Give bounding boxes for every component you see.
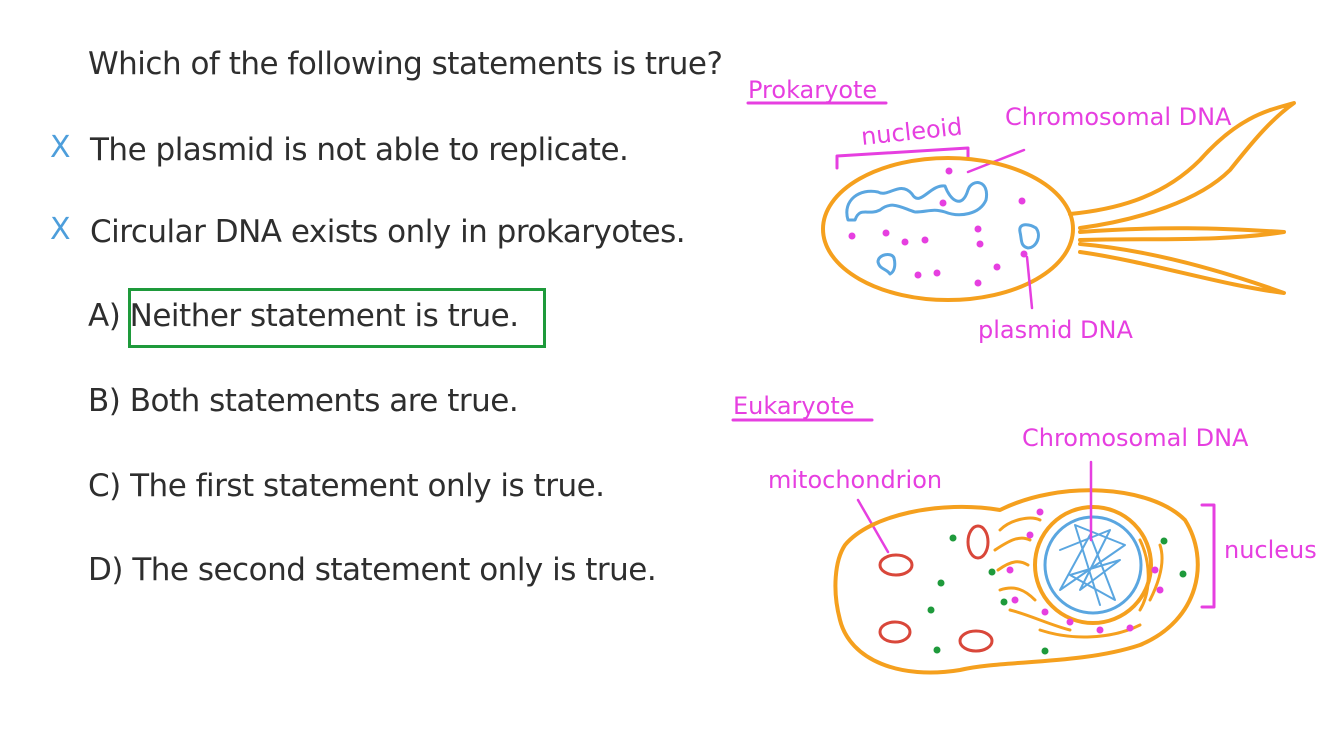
option-b[interactable]: B) Both statements are true.	[88, 383, 519, 419]
eukaryote-diagram: Eukaryote Chromosomal DNA mitochondrion …	[731, 392, 1317, 675]
mitochondria	[878, 524, 994, 653]
chromosomal-dna-label: Chromosomal DNA	[1022, 424, 1249, 452]
plasmid-dna-label: plasmid DNA	[978, 316, 1133, 344]
endoplasmic-reticulum	[993, 516, 1164, 639]
option-d[interactable]: D) The second statement only is true.	[88, 552, 657, 588]
statement-1: The plasmid is not able to replicate.	[90, 132, 629, 168]
correct-answer-box	[128, 288, 546, 348]
ribosome-dots	[1006, 508, 1164, 634]
cross-icon: X	[50, 212, 71, 247]
eukaryote-title: Eukaryote	[733, 392, 855, 420]
option-text: The first statement only is true.	[130, 468, 605, 504]
option-letter: C)	[88, 468, 121, 504]
statement-2: Circular DNA exists only in prokaryotes.	[90, 214, 686, 250]
option-c[interactable]: C) The first statement only is true.	[88, 468, 605, 504]
option-letter: A)	[88, 298, 121, 334]
chromosomal-dna-label: Chromosomal DNA	[1005, 103, 1232, 131]
prokaryote-diagram: Prokaryote nucleoid Chromosomal DNA plas…	[746, 76, 1296, 344]
question-text: Which of the following statements is tru…	[88, 46, 723, 82]
nucleoid-label: nucleoid	[860, 112, 964, 150]
prokaryote-title: Prokaryote	[748, 76, 877, 104]
option-text: Neither statement is true.	[129, 298, 519, 334]
nucleus-label: nucleus	[1224, 536, 1317, 564]
option-letter: D)	[88, 552, 123, 588]
option-text: The second statement only is true.	[132, 552, 657, 588]
option-a[interactable]: A) Neither statement is true.	[88, 298, 519, 334]
ribosome-dots	[848, 167, 1028, 287]
mitochondrion-label: mitochondrion	[768, 466, 942, 494]
vesicle-dots	[927, 534, 1187, 655]
option-letter: B)	[88, 383, 121, 419]
option-text: Both statements are true.	[129, 383, 519, 419]
cross-icon: X	[50, 130, 71, 165]
